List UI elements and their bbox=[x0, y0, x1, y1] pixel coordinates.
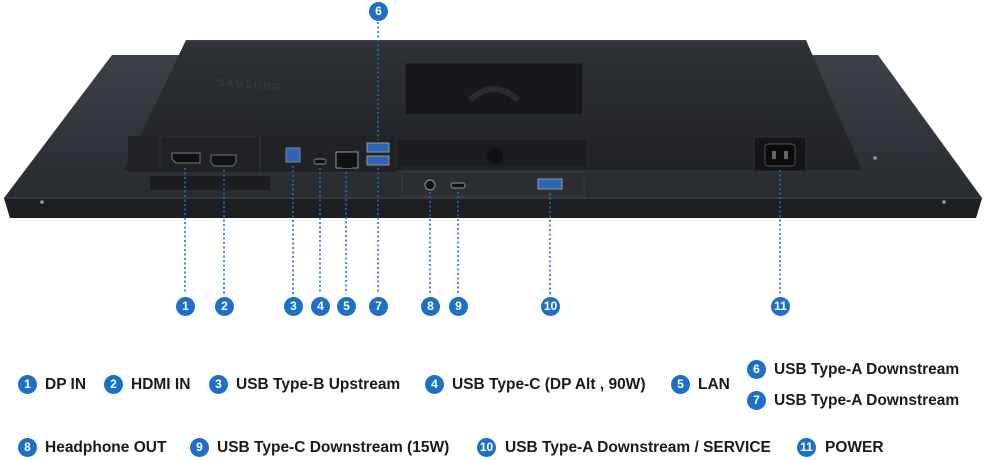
usb-c-port bbox=[313, 158, 327, 165]
leader-lines bbox=[184, 22, 781, 294]
callout-9: 9 bbox=[449, 297, 468, 316]
svg-text:SAMSUNG: SAMSUNG bbox=[218, 78, 283, 93]
callout-4: 4 bbox=[311, 297, 330, 316]
legend-usb-c-downstream: USB Type-C Downstream (15W) bbox=[217, 439, 450, 456]
callout-7: 7 bbox=[369, 297, 388, 316]
legend-badge-11: 11 bbox=[797, 438, 816, 457]
legend-badge-7: 7 bbox=[747, 391, 766, 410]
usb-a-service-port bbox=[537, 178, 563, 190]
legend-usb-a-downstream-6: USB Type-A Downstream bbox=[774, 361, 960, 378]
callout-2: 2 bbox=[215, 297, 234, 316]
legend-dp-in: DP IN bbox=[45, 376, 87, 393]
monitor-rear-illustration: SAMSUNG bbox=[4, 22, 982, 294]
usb-a-port-6 bbox=[366, 142, 390, 153]
legend-power: POWER bbox=[825, 439, 884, 456]
legend-badge-9: 9 bbox=[190, 438, 209, 457]
callout-1: 1 bbox=[176, 297, 195, 316]
callout-8: 8 bbox=[421, 297, 440, 316]
legend-badge-5: 5 bbox=[671, 375, 690, 394]
legend-usb-c-dp-alt: USB Type-C (DP Alt , 90W) bbox=[452, 376, 646, 393]
legend-badge-2: 2 bbox=[104, 375, 123, 394]
legend-badge-4: 4 bbox=[425, 375, 444, 394]
legend-lan: LAN bbox=[698, 376, 730, 393]
usb-b-port bbox=[285, 147, 301, 163]
legend-headphone-out: Headphone OUT bbox=[45, 439, 167, 456]
callout-10: 10 bbox=[541, 297, 560, 316]
callout-3: 3 bbox=[284, 297, 303, 316]
usb-c-downstream-port bbox=[450, 182, 466, 189]
legend-badge-3: 3 bbox=[209, 375, 228, 394]
power-socket bbox=[764, 143, 796, 167]
legend-usb-a-downstream-7: USB Type-A Downstream bbox=[774, 392, 960, 409]
legend-badge-8: 8 bbox=[18, 438, 37, 457]
legend-usb-a-service: USB Type-A Downstream / SERVICE bbox=[505, 439, 771, 456]
legend-usb-b-upstream: USB Type-B Upstream bbox=[236, 376, 401, 393]
legend-badge-6: 6 bbox=[747, 360, 766, 379]
legend-badge-10: 10 bbox=[477, 438, 496, 457]
hdmi-port bbox=[210, 154, 237, 167]
legend-badge-1: 1 bbox=[18, 375, 37, 394]
headphone-jack bbox=[424, 179, 436, 191]
callout-11: 11 bbox=[771, 297, 790, 316]
callout-5: 5 bbox=[337, 297, 356, 316]
callout-6: 6 bbox=[369, 2, 388, 21]
usb-a-port-7 bbox=[366, 155, 390, 166]
dp-port bbox=[171, 152, 201, 164]
legend-hdmi-in: HDMI IN bbox=[131, 376, 191, 393]
